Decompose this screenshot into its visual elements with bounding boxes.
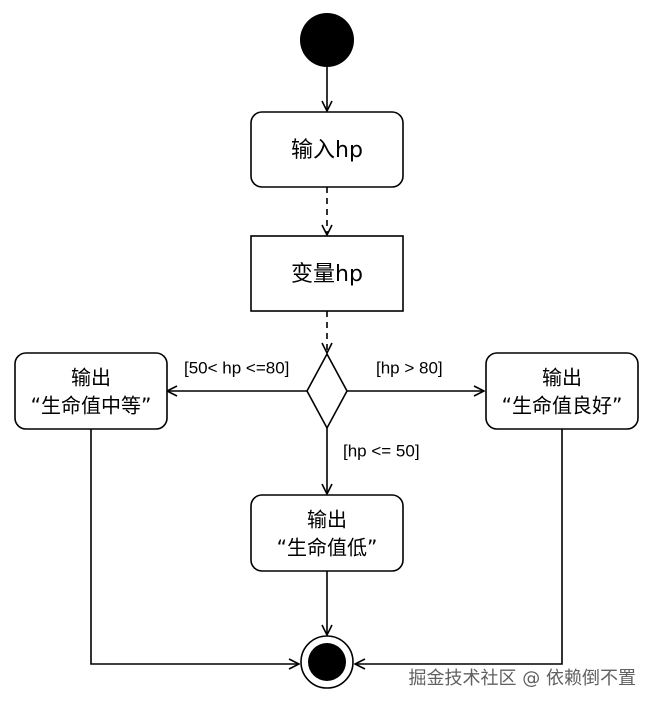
guard-down-label: [hp <= 50] [343,441,420,460]
action-output-medium-line2: “生命值中等” [31,394,152,418]
guard-left-label: [50< hp <=80] [184,358,289,377]
action-input-hp: 输入hp [250,111,404,188]
action-output-good-line1: 输出 [542,366,582,390]
edge-medium-to-final [90,429,299,664]
action-output-low: 输出 “生命值低” [250,494,404,572]
edge-good-to-final [355,429,563,664]
object-variable-hp-label: 变量hp [291,262,363,287]
initial-node [300,13,354,67]
guard-right-label: [hp > 80] [376,358,443,377]
action-output-low-line1: 输出 [307,508,347,532]
object-variable-hp: 变量hp [250,235,404,312]
action-output-low-line2: “生命值低” [277,536,378,560]
action-output-good-line2: “生命值良好” [502,394,623,418]
action-output-good: 输出 “生命值良好” [485,352,639,430]
action-input-hp-label: 输入hp [291,138,363,163]
decision-node [306,352,348,430]
watermark: 掘金技术社区 @ 依赖倒不置 [409,668,636,689]
final-node [300,635,354,689]
action-output-medium-line1: 输出 [71,366,111,390]
action-output-medium: 输出 “生命值中等” [14,352,168,430]
